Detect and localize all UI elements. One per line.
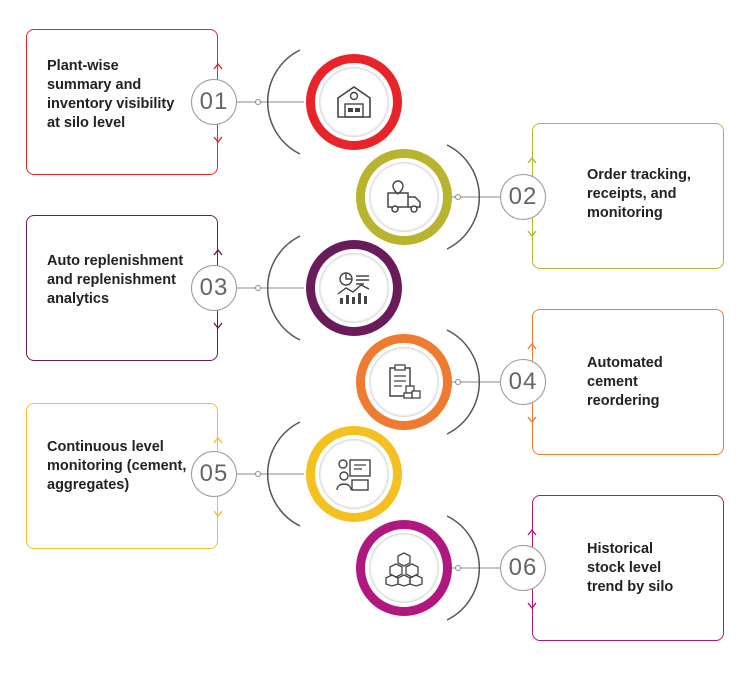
arrow-up-icon <box>527 342 537 350</box>
step-03-number: 03 <box>191 265 237 311</box>
monitoring-person-icon <box>336 459 371 491</box>
step-05-number: 05 <box>191 451 237 497</box>
step-01-text: Plant-wise summary and inventory visibil… <box>47 58 175 131</box>
step-02-number: 02 <box>500 174 546 220</box>
step-04-number: 04 <box>500 359 546 405</box>
step-03-ring <box>306 240 402 336</box>
arrow-down-icon <box>527 230 537 238</box>
arrow-down-icon <box>213 136 223 144</box>
arrow-down-icon <box>527 602 537 610</box>
step-03-card <box>26 215 223 361</box>
step-05-card <box>26 403 223 549</box>
delivery-truck-icon <box>387 180 421 213</box>
step-02-card <box>527 123 724 269</box>
arrow-up-icon <box>213 62 223 70</box>
step-04-card <box>527 309 724 455</box>
step-06-text: Historical stock level trend by silo <box>587 541 674 595</box>
step-01-ring <box>306 54 402 150</box>
analytics-icon <box>337 272 370 304</box>
arrow-up-icon <box>213 436 223 444</box>
step-03-text: Auto replenishment and replenishment ana… <box>47 253 184 307</box>
step-05-ring <box>306 426 402 522</box>
step-01-number: 01 <box>191 79 237 125</box>
step-06-ring <box>356 520 452 616</box>
warehouse-icon <box>337 86 371 118</box>
stacked-cubes-icon <box>385 552 423 587</box>
step-02-ring <box>356 149 452 245</box>
arrow-up-icon <box>213 248 223 256</box>
step-06-number: 06 <box>500 545 546 591</box>
arrow-up-icon <box>527 528 537 536</box>
step-04-ring <box>356 334 452 430</box>
arrow-down-icon <box>213 322 223 330</box>
step-06-card <box>527 495 724 641</box>
step-05-text: Continuous level monitoring (cement, agg… <box>47 439 187 493</box>
arrow-up-icon <box>527 156 537 164</box>
arrow-down-icon <box>213 510 223 518</box>
clipboard-boxes-icon <box>389 364 421 399</box>
step-02-text: Order tracking, receipts, and monitoring <box>587 167 691 221</box>
step-04-text: Automated cement reordering <box>587 355 663 409</box>
arrow-down-icon <box>527 416 537 424</box>
